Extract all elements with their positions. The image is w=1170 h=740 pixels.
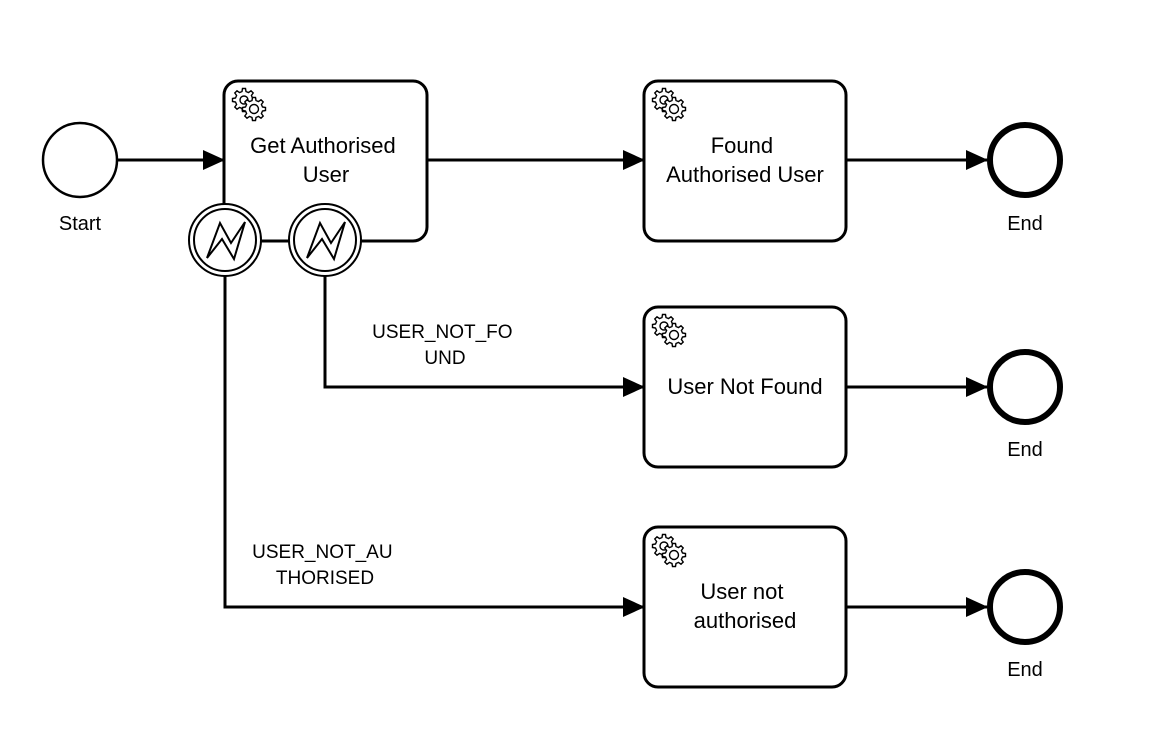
- flow-user-not-found-error[interactable]: [323, 276, 645, 397]
- error-bolt-icon: [306, 220, 346, 262]
- flow-label-user-not-authorised: USER_NOT_AU THORISED: [252, 542, 398, 589]
- end-event-3[interactable]: End: [987, 569, 1063, 681]
- flow-user-not-authorised-error[interactable]: [223, 276, 645, 617]
- end-event-1[interactable]: End: [987, 122, 1063, 235]
- boundary-error-event-not-found[interactable]: [288, 203, 362, 277]
- task-label: Get Authorised User: [250, 133, 402, 187]
- task-get-authorised-user[interactable]: Get Authorised User: [222, 79, 429, 243]
- end-event-label: End: [1007, 659, 1043, 681]
- flow-label-user-not-found: USER_NOT_FO UND: [372, 322, 518, 369]
- start-event-label: Start: [59, 213, 102, 235]
- task-label: Found Authorised User: [666, 133, 824, 187]
- task-user-not-authorised[interactable]: User not authorised: [642, 525, 848, 689]
- task-label: User Not Found: [667, 374, 822, 399]
- end-event-label: End: [1007, 439, 1043, 461]
- start-event[interactable]: Start: [41, 121, 119, 235]
- task-user-not-found[interactable]: User Not Found: [642, 305, 848, 469]
- task-label: User not authorised: [694, 579, 797, 633]
- end-event-label: End: [1007, 213, 1043, 235]
- error-bolt-icon: [206, 220, 246, 262]
- sequence-flows: [117, 150, 988, 617]
- task-found-authorised-user[interactable]: Found Authorised User: [642, 79, 848, 243]
- boundary-error-event-not-authorised[interactable]: [188, 203, 262, 277]
- end-event-2[interactable]: End: [987, 349, 1063, 461]
